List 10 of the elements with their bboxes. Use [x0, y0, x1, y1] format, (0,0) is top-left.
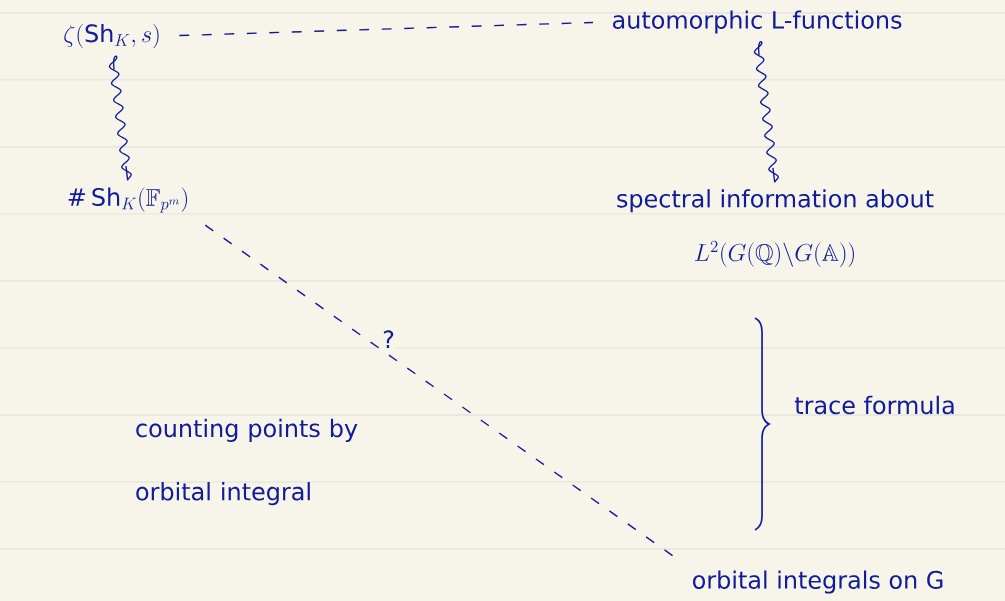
note-text: $\zeta(\mathrm{Sh}_K, s)$	[64, 23, 159, 49]
note-text: spectral information about $L^2(G(\mathbb{Q})\backslash G(\mathbb{A}))$	[617, 189, 934, 267]
note-text: $\#\,\mathrm{Sh}_K(\mathbb{F}_{p^m})$	[68, 187, 188, 213]
note-text: orbital integrals on G	[693, 570, 943, 594]
tilde-connector	[753, 41, 779, 184]
note-text: counting points by orbital integral	[136, 418, 358, 506]
note-text: automorphic L-functions	[613, 10, 902, 34]
tilde-connector	[108, 55, 132, 182]
dashed-line	[178, 21, 594, 37]
note-text: trace formula	[794, 395, 954, 415]
